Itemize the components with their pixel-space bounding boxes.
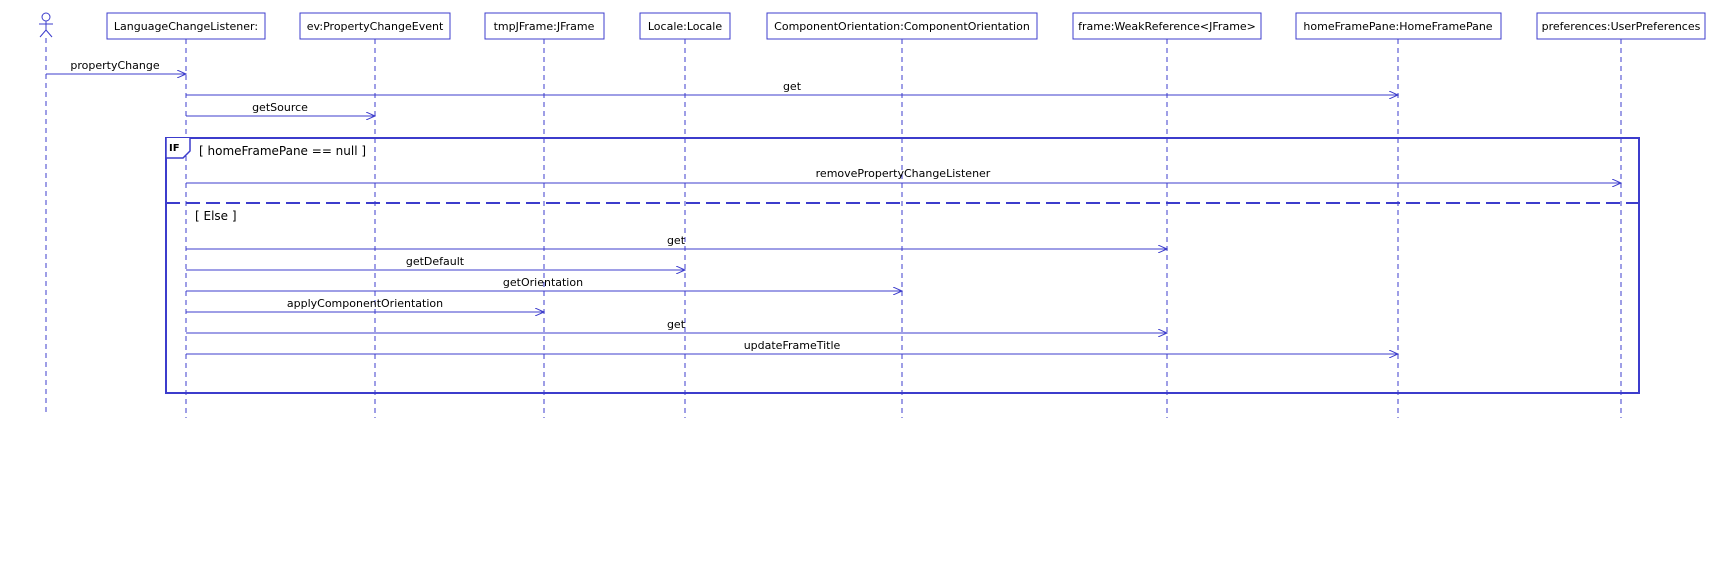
lifeline-frame-weak-reference[interactable]: frame:WeakReference<JFrame> <box>1072 12 1262 418</box>
lifeline-property-change-event[interactable]: ev:PropertyChangeEvent <box>299 12 451 418</box>
lifeline-component-orientation[interactable]: ComponentOrientation:ComponentOrientatio… <box>766 12 1038 418</box>
message-get-orientation[interactable]: getOrientation <box>186 276 902 291</box>
lifeline-box[interactable] <box>766 12 1038 40</box>
stick-figure-actor-icon <box>39 12 53 38</box>
lifeline-box[interactable] <box>1295 12 1502 40</box>
lifeline-label: homeFramePane:HomeFramePane <box>1303 20 1492 33</box>
lifeline-label: preferences:UserPreferences <box>1542 20 1701 33</box>
lifeline-box[interactable] <box>1072 12 1262 40</box>
message-update-frame-title[interactable]: updateFrameTitle <box>186 339 1398 354</box>
message-label: updateFrameTitle <box>744 339 841 352</box>
fragment-tag-box <box>165 138 191 159</box>
message-get-frame[interactable]: get <box>186 234 1167 249</box>
message-label: get <box>783 80 802 93</box>
message-apply-component-orientation[interactable]: applyComponentOrientation <box>186 297 544 312</box>
combined-fragment-if: IF [ homeFramePane == null ] [ Else ] <box>165 137 1640 394</box>
message-label: getDefault <box>406 255 465 268</box>
message-get-source[interactable]: getSource <box>186 101 375 116</box>
fragment-guard-if: [ homeFramePane == null ] <box>199 144 366 158</box>
message-label: getSource <box>252 101 308 114</box>
message-remove-property-change-listener[interactable]: removePropertyChangeListener <box>186 167 1621 183</box>
message-property-change[interactable]: propertyChange <box>46 59 186 74</box>
lifeline-box[interactable] <box>639 12 731 40</box>
message-label: applyComponentOrientation <box>287 297 443 310</box>
message-label: propertyChange <box>70 59 159 72</box>
lifeline-label: LanguageChangeListener: <box>114 20 258 33</box>
lifeline-user-preferences[interactable]: preferences:UserPreferences <box>1536 12 1706 418</box>
lifeline-box[interactable] <box>299 12 451 40</box>
message-get-home-frame-pane[interactable]: get <box>186 80 1398 95</box>
lifeline-home-frame-pane[interactable]: homeFramePane:HomeFramePane <box>1295 12 1502 418</box>
lifeline-language-change-listener[interactable]: LanguageChangeListener: <box>106 12 266 418</box>
lifeline-label: ComponentOrientation:ComponentOrientatio… <box>774 20 1030 33</box>
lifeline-label: tmpJFrame:JFrame <box>494 20 595 33</box>
message-label: get <box>667 234 686 247</box>
message-get-frame-2[interactable]: get <box>186 318 1167 333</box>
message-get-default[interactable]: getDefault <box>186 255 685 270</box>
fragment-guard-else: [ Else ] <box>195 209 237 223</box>
lifeline-locale[interactable]: Locale:Locale <box>639 12 731 418</box>
lifeline-label: Locale:Locale <box>648 20 722 33</box>
lifeline-box[interactable] <box>484 12 605 40</box>
lifeline-label: ev:PropertyChangeEvent <box>307 20 444 33</box>
fragment-tag: IF <box>169 143 180 154</box>
lifeline-label: frame:WeakReference<JFrame> <box>1078 20 1256 33</box>
message-label: removePropertyChangeListener <box>816 167 991 180</box>
lifeline-tmp-jframe[interactable]: tmpJFrame:JFrame <box>484 12 605 418</box>
fragment-frame <box>165 137 1640 394</box>
lifeline-box[interactable] <box>106 12 266 40</box>
message-label: getOrientation <box>503 276 583 289</box>
message-label: get <box>667 318 686 331</box>
